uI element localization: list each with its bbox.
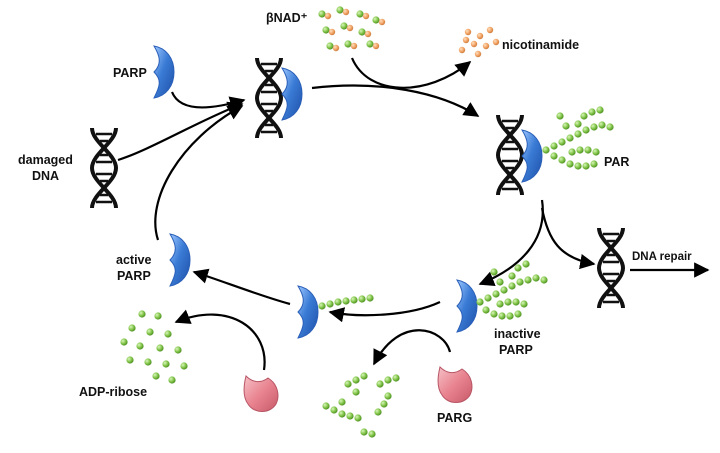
dna-helix-icon xyxy=(255,56,283,140)
parg-enzyme-icon xyxy=(243,375,279,412)
arrow-parp-binding xyxy=(170,91,246,112)
dna-repair-label: DNA repair xyxy=(632,251,692,263)
inactive-parp-label-line2: PARP xyxy=(499,343,533,357)
nicotinamide-molecules xyxy=(458,26,500,58)
dna-helix-icon xyxy=(496,113,524,197)
nicotinamide-label: nicotinamide xyxy=(502,38,579,52)
active-parp-label-line1: active xyxy=(116,253,151,267)
arrow-active-to-complex xyxy=(154,105,244,241)
arrow-to-dna-repair xyxy=(540,207,596,270)
arrow-parg-cleave-1 xyxy=(373,329,452,366)
damaged-dna-label-line2: DNA xyxy=(32,169,59,183)
arrow-par-to-inactive xyxy=(478,199,544,286)
partially-cleaved-parp-icon xyxy=(297,285,319,339)
arrow-inactive-to-short xyxy=(328,301,441,323)
repaired-dna-helix-icon xyxy=(597,226,625,310)
par-chains xyxy=(542,106,614,170)
active-parp-icon xyxy=(169,233,191,287)
cycle-arrows xyxy=(117,57,710,371)
parg-enzyme-icon xyxy=(437,366,473,403)
damaged-dna-helix-icon xyxy=(90,126,118,210)
parg-label: PARG xyxy=(437,411,472,425)
active-parp-label-line2: PARP xyxy=(117,269,151,283)
bound-parp-icon xyxy=(281,67,303,121)
arrow-release-adp-ribose xyxy=(174,309,266,371)
arrow-short-to-active xyxy=(192,268,291,306)
damaged-dna-label-line1: damaged xyxy=(18,153,73,167)
parp-label: PARP xyxy=(113,66,147,80)
arrow-to-bound-complex xyxy=(311,84,480,117)
nad-molecules xyxy=(318,6,386,52)
arrow-nad-in xyxy=(350,57,472,89)
free-parp-icon xyxy=(153,45,175,99)
inactive-par-chains xyxy=(476,260,548,320)
inactive-parp-label-line1: inactive xyxy=(494,327,541,341)
inactive-parp-icon xyxy=(456,279,478,333)
parylated-parp-icon xyxy=(521,129,543,183)
par-label: PAR xyxy=(604,155,629,169)
cleaved-par-fragments xyxy=(322,372,400,438)
arrow-damaged-dna-to-complex xyxy=(117,101,244,162)
short-par-chain xyxy=(318,294,374,310)
adp-ribose-label: ADP-ribose xyxy=(79,385,147,399)
nad-label: βNAD⁺ xyxy=(266,11,308,25)
